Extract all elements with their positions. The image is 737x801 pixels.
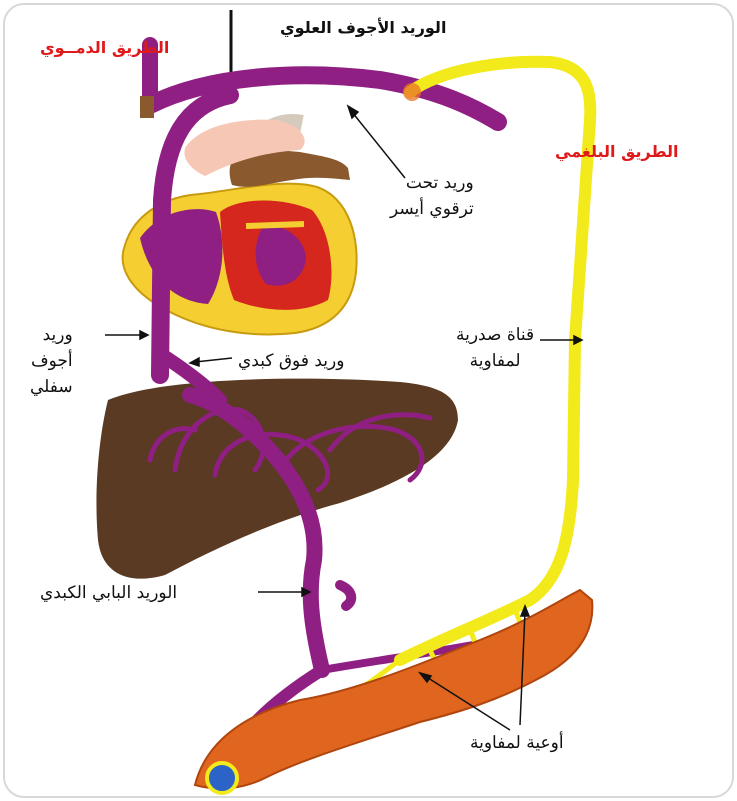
ivc-line-2: أجوف — [30, 348, 73, 374]
inferior-vena-cava-label: وريد أجوف سفلي — [30, 322, 73, 400]
duct-junction — [403, 83, 421, 101]
ivc-line-3: سفلي — [30, 374, 73, 400]
thoracic-duct-label: قناة صدرية لمفاوية — [456, 322, 534, 374]
intestine-cross-section — [207, 763, 237, 793]
left-subclavian-line-2: ترقوي أيسر — [390, 196, 474, 222]
hepatic-vein-label: وريد فوق كبدي — [238, 348, 344, 374]
lymph-path-label: الطريق البلغمي — [555, 142, 679, 161]
ivc-line-1: وريد — [30, 322, 73, 348]
thoracic-duct-line-2: لمفاوية — [456, 348, 534, 374]
left-subclavian-label: وريد تحت ترقوي أيسر — [390, 170, 474, 222]
hepatic-portal-vein-label: الوريد البابي الكبدي — [40, 580, 177, 606]
thoracic-duct-line-1: قناة صدرية — [456, 322, 534, 348]
blood-path-label: الطريق الدمــوي — [40, 38, 169, 57]
title: الوريد الأجوف العلوي — [280, 18, 446, 37]
heart-inner-2 — [246, 224, 304, 226]
left-subclavian-line-1: وريد تحت — [390, 170, 474, 196]
stub — [140, 96, 154, 118]
lymph-vessels-label: أوعية لمفاوية — [470, 730, 564, 756]
